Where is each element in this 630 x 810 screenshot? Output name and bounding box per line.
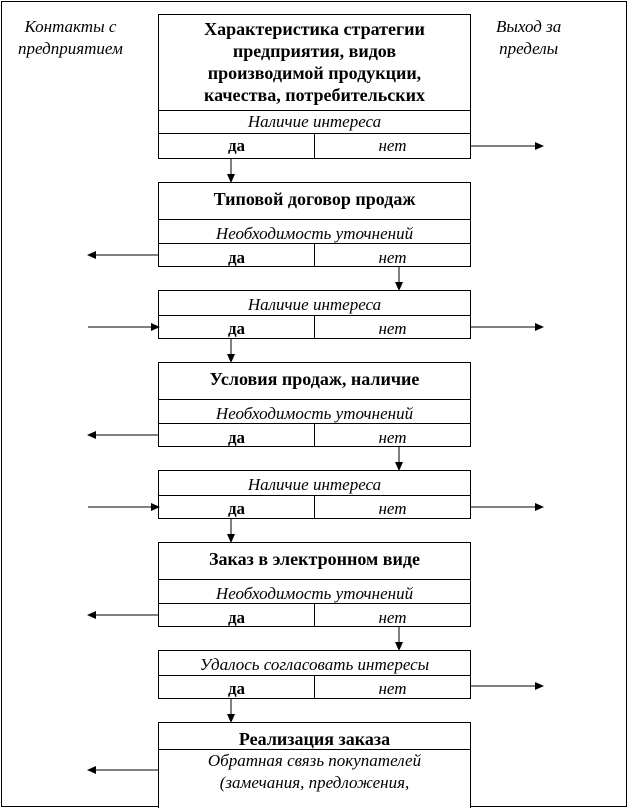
step-8-feedback-line-1: Обратная связь покупателей (207, 751, 422, 770)
step-5-yes: да (227, 499, 246, 518)
step-3-yes: да (227, 319, 246, 338)
step-4-answers: да нет (159, 423, 470, 447)
step-2-title: Типовой договор продаж (213, 189, 416, 209)
step-4-question: Необходимость уточнений (159, 399, 470, 423)
step-6-no: нет (314, 604, 470, 626)
step-sales-conditions: Условия продаж, наличие Необходимость ут… (158, 362, 471, 447)
step-6-question: Необходимость уточнений (159, 579, 470, 603)
step-4-yes: да (227, 428, 246, 447)
step-1-title-line-4: качества, потребительских (203, 85, 426, 105)
step-8-feedback: Обратная связь покупателей (замечания, п… (159, 749, 470, 794)
step-1-title-line-2: предприятия, видов (232, 41, 397, 61)
step-strategy-characteristic: Характеристика стратегии предприятия, ви… (158, 14, 471, 159)
step-1-title-line-3: производимой продукции, (207, 63, 422, 83)
step-electronic-order: Заказ в электронном виде Необходимость у… (158, 542, 471, 627)
step-3-answers: да нет (159, 315, 470, 338)
step-3-no: нет (314, 316, 470, 338)
step-2-yes: да (227, 248, 246, 267)
step-6-title: Заказ в электронном виде (209, 549, 420, 569)
step-4-no: нет (314, 424, 470, 446)
step-1-no: нет (314, 134, 470, 158)
step-1-title-line-1: Характеристика стратегии (204, 19, 425, 39)
step-2-answers: да нет (159, 243, 470, 267)
left-column-label: Контакты с предприятием (18, 16, 123, 60)
step-8-title: Реализация заказа (238, 729, 391, 749)
step-interest-check-3: Наличие интереса да нет (158, 470, 471, 519)
right-column-label: Выход за пределы (496, 16, 561, 60)
step-7-question: Удалось согласовать интересы (199, 655, 430, 674)
step-5-answers: да нет (159, 495, 470, 518)
step-4-title: Условия продаж, наличие (209, 369, 420, 389)
step-interest-check-2: Наличие интереса да нет (158, 290, 471, 339)
step-5-no: нет (314, 496, 470, 518)
right-label-line-2: пределы (499, 39, 559, 58)
step-order-fulfilment: Реализация заказа Обратная связь покупат… (158, 722, 471, 808)
step-1-answers: да нет (159, 133, 470, 158)
step-1-question: Наличие интереса (159, 110, 470, 132)
step-7-yes: да (227, 679, 246, 698)
step-6-yes: да (227, 608, 246, 627)
step-1-yes: да (227, 136, 246, 155)
step-7-answers: да нет (159, 675, 470, 698)
step-8-feedback-line-2: (замечания, предложения, (219, 773, 410, 792)
step-interests-agreed: Удалось согласовать интересы да нет (158, 650, 471, 699)
step-2-no: нет (314, 244, 470, 266)
step-standard-sales-contract: Типовой договор продаж Необходимость уто… (158, 182, 471, 267)
left-label-line-2: предприятием (18, 39, 123, 58)
step-5-question: Наличие интереса (247, 475, 382, 494)
left-label-line-1: Контакты с (24, 17, 117, 36)
step-7-no: нет (314, 676, 470, 698)
right-label-line-1: Выход за (496, 17, 562, 36)
step-6-answers: да нет (159, 603, 470, 627)
step-3-question: Наличие интереса (247, 295, 382, 314)
step-2-question: Необходимость уточнений (159, 219, 470, 243)
